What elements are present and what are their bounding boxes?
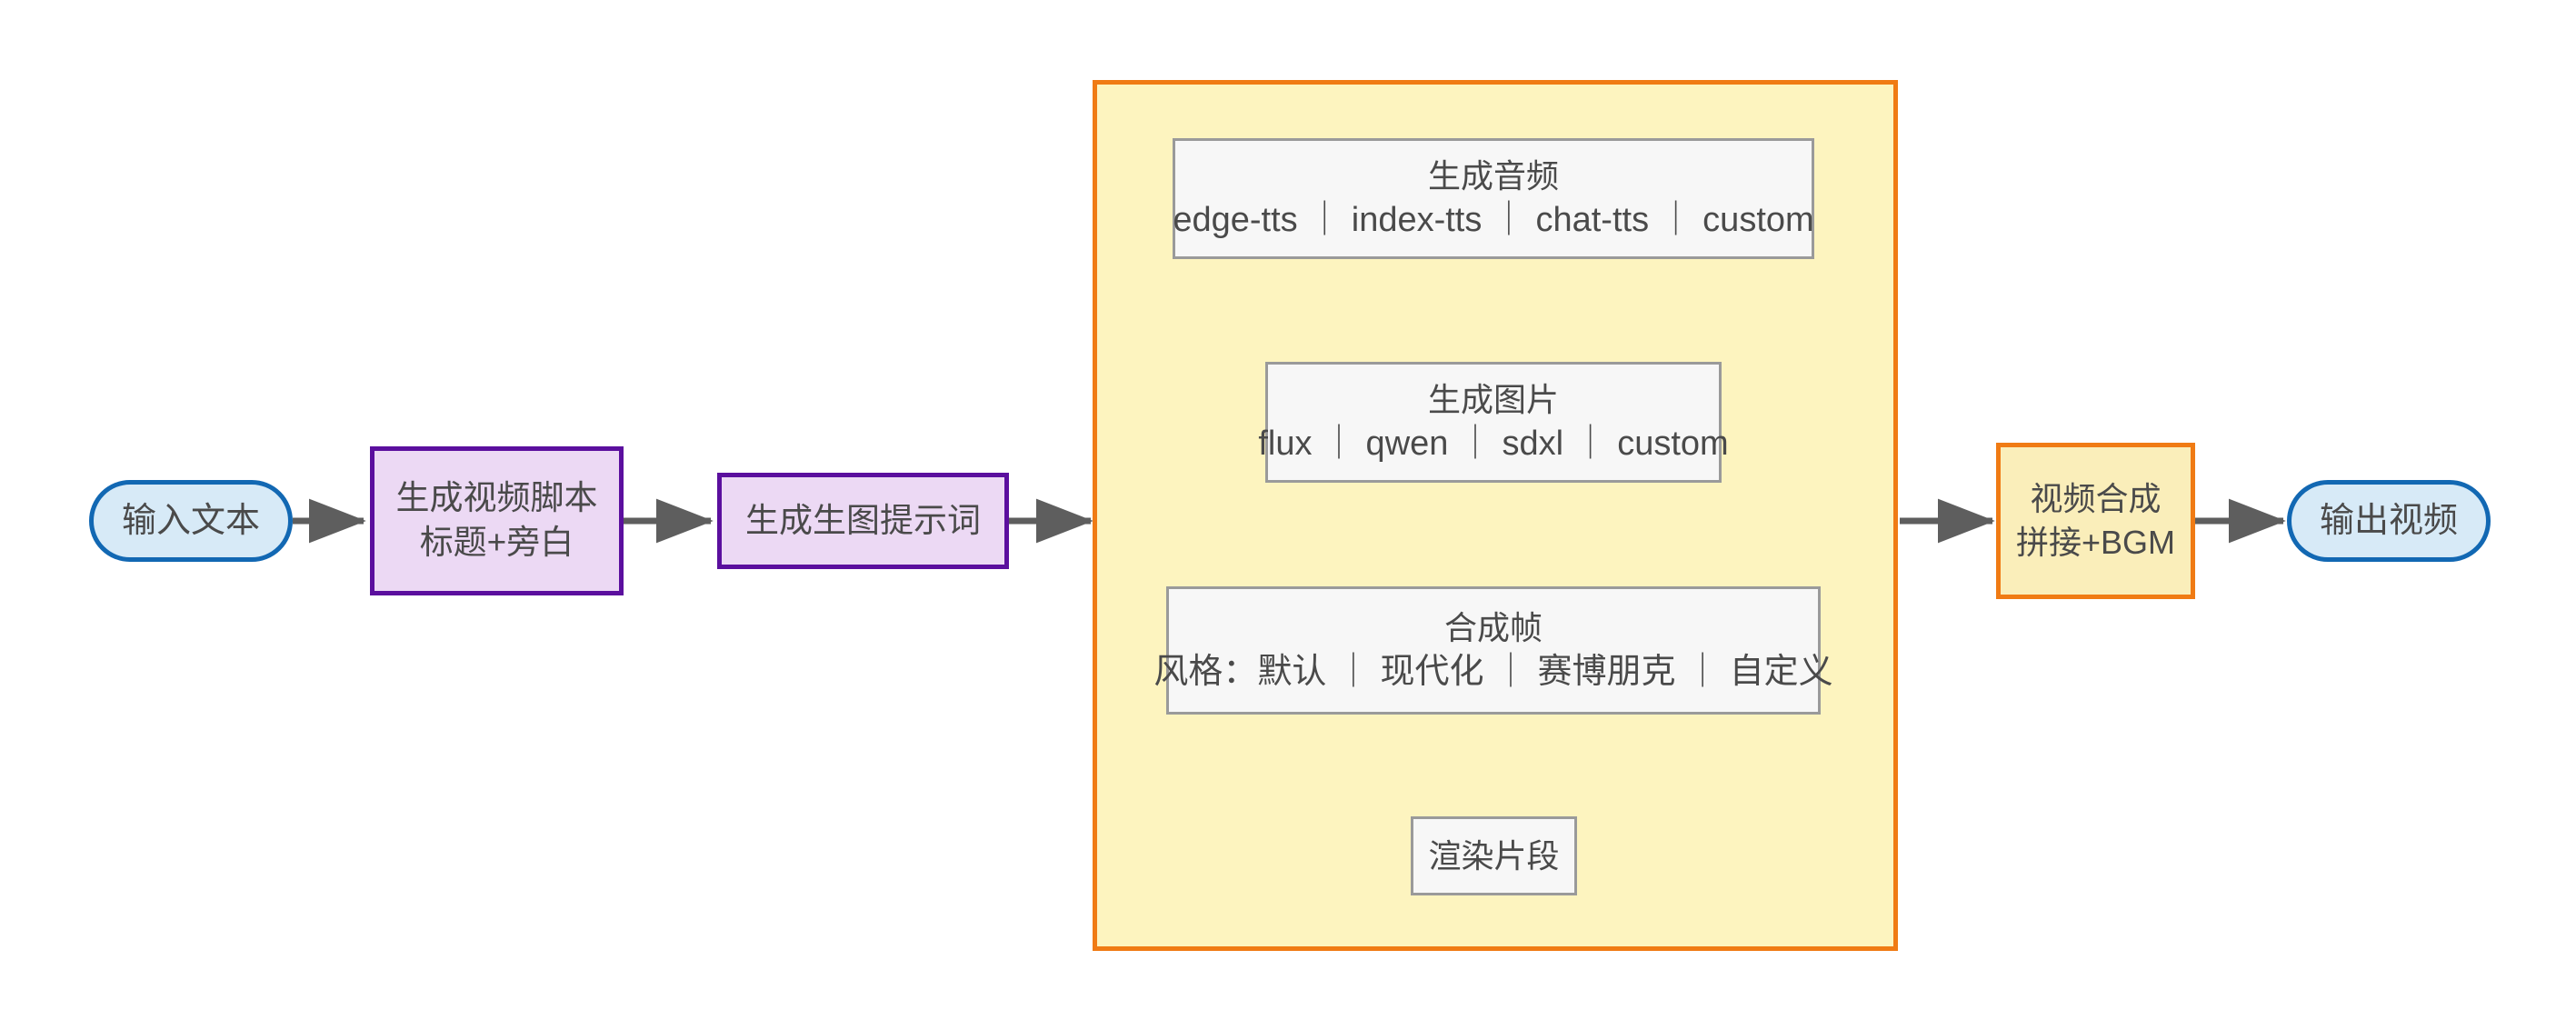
node-video-merge[interactable]: 视频合成 拼接+BGM (1996, 443, 2195, 599)
node-generate-script-line2: 标题+旁白 (419, 524, 574, 561)
node-generate-image-title: 生成图片 (1427, 380, 1559, 418)
node-output-video-label: 输出视频 (2319, 501, 2458, 540)
node-generate-prompt-label: 生成生图提示词 (745, 501, 981, 539)
node-input-text[interactable]: 输入文本 (89, 480, 293, 562)
node-generate-script-line1: 生成视频脚本 (395, 479, 598, 517)
node-output-video[interactable]: 输出视频 (2287, 480, 2491, 562)
node-render-clip[interactable]: 渲染片段 (1411, 816, 1577, 895)
node-video-merge-line2: 拼接+BGM (2015, 524, 2176, 561)
node-generate-image[interactable]: 生成图片 flux ｜ qwen ｜ sdxl ｜ custom (1258, 362, 1729, 483)
node-render-clip-label: 渲染片段 (1428, 836, 1560, 875)
node-input-text-label: 输入文本 (121, 501, 260, 540)
node-compose-frame[interactable]: 合成帧 风格：默认 ｜ 现代化 ｜ 赛博朋克 ｜ 自定义 (1153, 586, 1833, 715)
node-video-merge-line1: 视频合成 (2030, 480, 2162, 518)
node-generate-audio-options: edge-tts ｜ index-tts ｜ chat-tts ｜ custom (1173, 201, 1814, 240)
node-generate-prompt[interactable]: 生成生图提示词 (717, 473, 1009, 569)
node-compose-frame-title: 合成帧 (1443, 608, 1543, 646)
node-compose-frame-options: 风格：默认 ｜ 现代化 ｜ 赛博朋克 ｜ 自定义 (1153, 653, 1833, 692)
node-generate-script[interactable]: 生成视频脚本 标题+旁白 (370, 446, 624, 595)
node-generate-image-options: flux ｜ qwen ｜ sdxl ｜ custom (1258, 425, 1729, 464)
node-generate-audio-title: 生成音频 (1427, 156, 1559, 195)
node-generate-audio[interactable]: 生成音频 edge-tts ｜ index-tts ｜ chat-tts ｜ c… (1173, 138, 1814, 259)
